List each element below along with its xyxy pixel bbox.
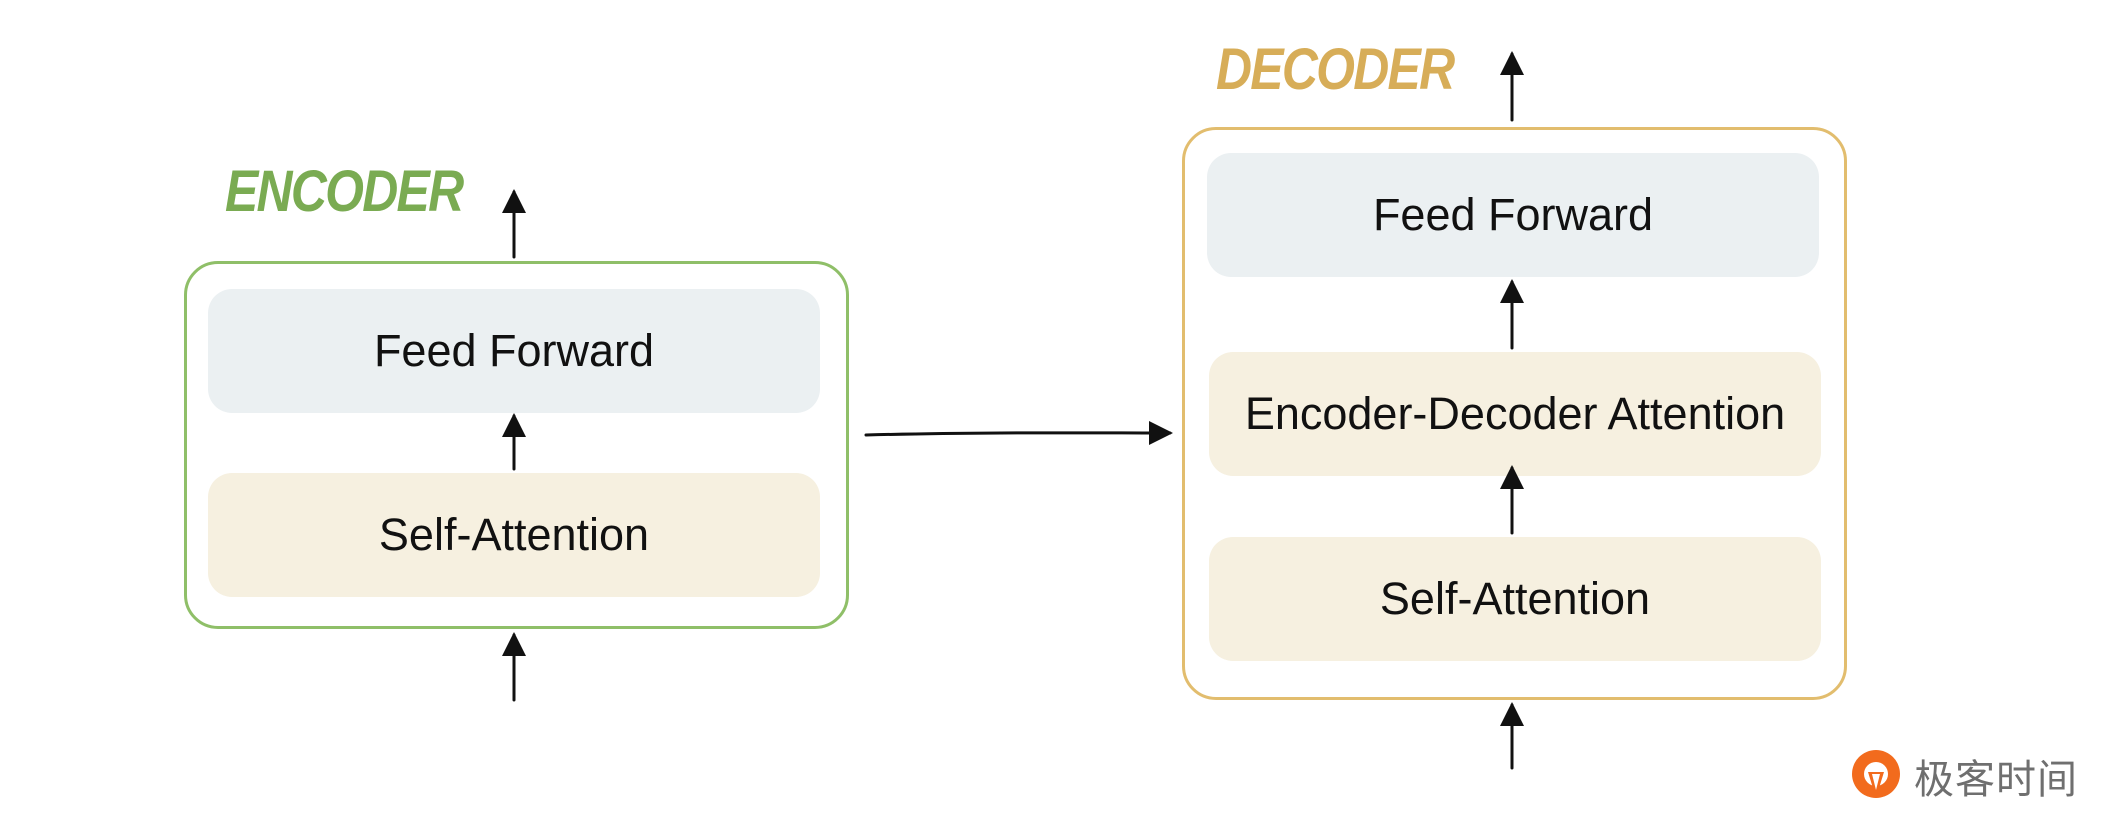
brand-name: 极客时间: [1914, 757, 2078, 803]
brand-watermark: 极客时间: [1846, 746, 2078, 806]
decoder-self-attention-layer: Self-Attention: [1209, 537, 1821, 661]
encoder-feed-forward-layer: Feed Forward: [208, 289, 820, 413]
encoder-self-attention-layer: Self-Attention: [208, 473, 820, 597]
decoder-title: DECODER: [1216, 37, 1455, 102]
decoder-feed-forward-layer: Feed Forward: [1207, 153, 1819, 277]
decoder-encoder-decoder-attention-layer: Encoder-Decoder Attention: [1209, 352, 1821, 476]
encoder-to-decoder-arrow: [864, 420, 1173, 445]
geektime-logo-icon: [1852, 750, 1900, 798]
encoder-title: ENCODER: [225, 159, 464, 224]
